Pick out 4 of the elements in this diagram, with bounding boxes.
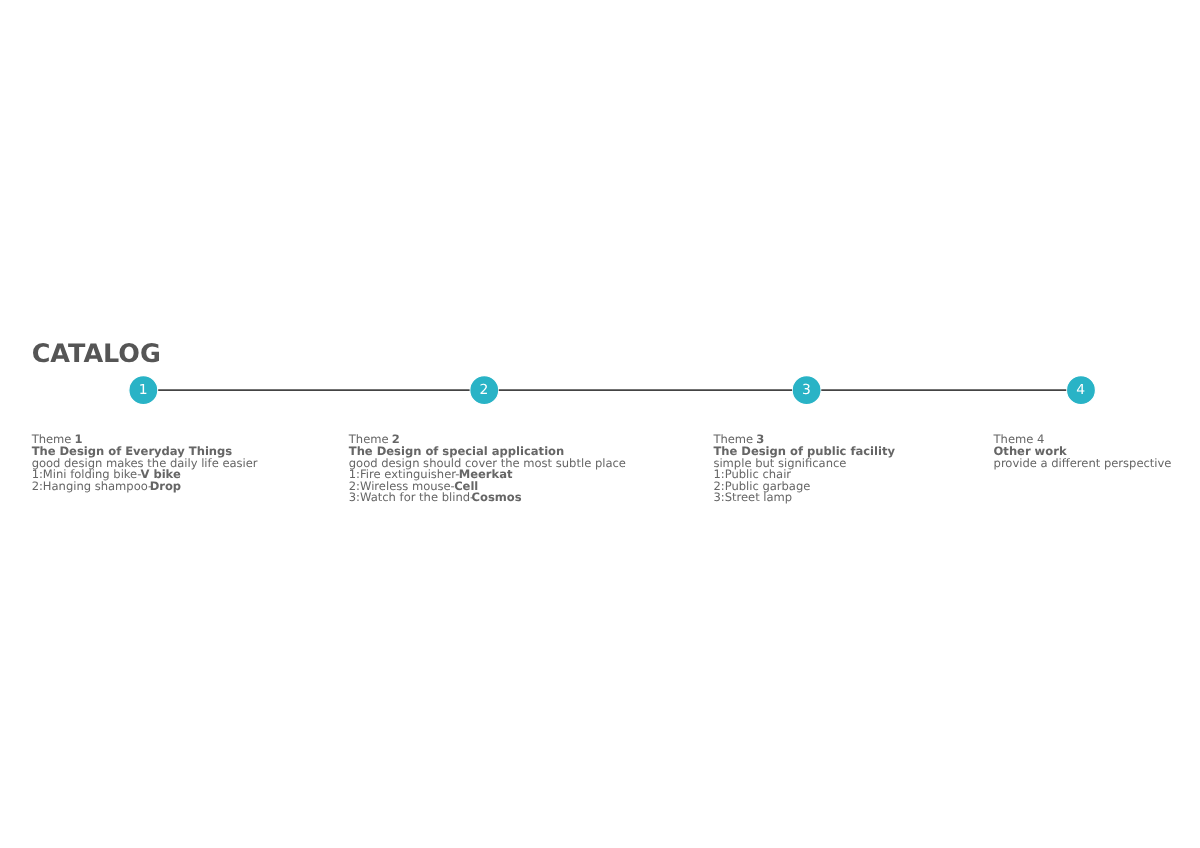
connector xyxy=(820,389,1068,391)
diagram-title: CATALOG xyxy=(31,340,161,371)
connector xyxy=(157,389,471,391)
connector xyxy=(497,389,793,391)
